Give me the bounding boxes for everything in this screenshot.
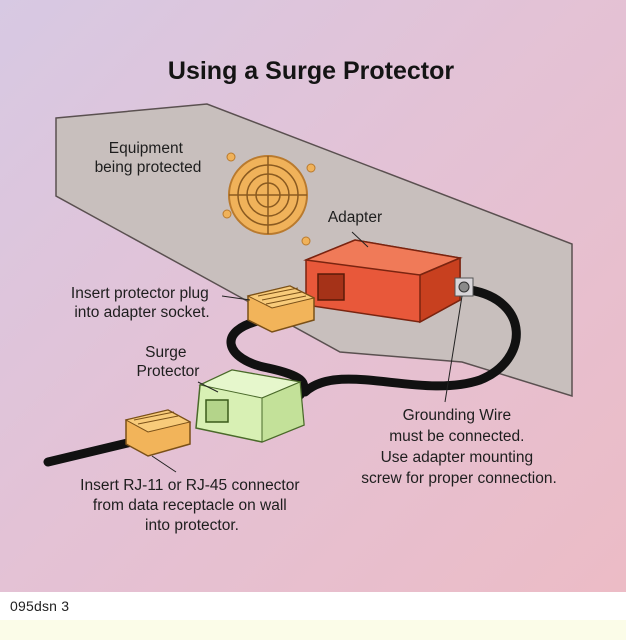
footer-band: [0, 592, 626, 640]
label-insert-rj: Insert RJ-11 or RJ-45 connector from dat…: [80, 477, 304, 534]
diagram-title: Using a Surge Protector: [168, 57, 454, 85]
label-adapter: Adapter: [328, 209, 382, 226]
cable-ground-loop: [300, 285, 521, 397]
equipment-back-panel: [55, 103, 573, 398]
image-code: 095dsn 3: [10, 598, 70, 614]
fan-grille-icon: [222, 152, 316, 246]
surge-protector-box: [195, 369, 305, 443]
footer-pale-strip: [0, 620, 626, 640]
label-surge-protector: Surge Protector: [137, 344, 200, 380]
protector-plug: [246, 285, 316, 333]
label-equipment: Equipment being protected: [95, 140, 202, 176]
label-grounding: Grounding Wire must be connected. Use ad…: [361, 407, 557, 487]
cable-plug-to-protector: [226, 315, 309, 400]
rj-connector: [124, 409, 192, 457]
cable-wall: [43, 435, 145, 467]
adapter-box: [303, 239, 474, 324]
label-insert-plug: Insert protector plug into adapter socke…: [71, 285, 213, 321]
surge-protector-diagram: Using a Surge Protector: [43, 57, 573, 534]
leader-lines: [151, 231, 463, 473]
